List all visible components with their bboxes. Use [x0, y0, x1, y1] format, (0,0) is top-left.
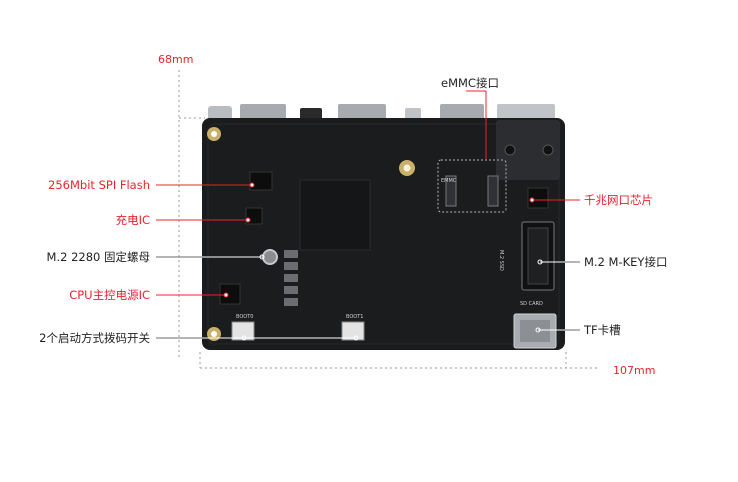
- callout-gbe-chip: 千兆网口芯片: [584, 193, 653, 207]
- hdmi-port-connector: [440, 104, 484, 121]
- inductor-array: [284, 250, 298, 306]
- callout-dot-boot0: [241, 335, 247, 341]
- sd-silkscreen: SD CARD: [520, 301, 543, 307]
- callout-dot-m2: [537, 259, 543, 265]
- gbe-phy-chip: [527, 187, 549, 209]
- callout-dot-tf: [535, 327, 541, 333]
- pmic-chip: [219, 283, 241, 305]
- callout-m2-standoff: M.2 2280 固定螺母: [46, 250, 150, 264]
- boot-switch-0: [231, 321, 255, 341]
- spi-flash-chip: [249, 171, 273, 191]
- callout-dot-gbe: [529, 197, 535, 203]
- emmc-silkscreen: EMMC: [441, 178, 457, 184]
- usb-port-connector: [240, 104, 286, 121]
- emmc-connector: [487, 175, 499, 207]
- callout-charger-ic: 充电IC: [115, 213, 150, 227]
- callout-dot-standoff: [259, 254, 265, 260]
- callout-dot-spi-flash: [249, 182, 255, 188]
- emmc-socket-outline: [437, 159, 507, 213]
- callout-dot-pmic: [223, 292, 229, 298]
- usb-port-connector: [338, 104, 386, 121]
- boot-switch-1: [341, 321, 365, 341]
- boot1-silkscreen: BOOT1: [346, 314, 363, 320]
- callout-boot-switches: 2个启动方式拨码开关: [39, 331, 150, 345]
- callout-dot-charger-ic: [245, 217, 251, 223]
- callout-spi-flash: 256Mbit SPI Flash: [48, 178, 150, 192]
- width-dimension-label: 107mm: [613, 364, 656, 377]
- m2-standoff-nut: [262, 249, 278, 265]
- emmc-connector: [445, 175, 457, 207]
- callout-tf-slot: TF卡槽: [584, 323, 621, 337]
- soc-area: [299, 179, 371, 251]
- callout-emmc: eMMC接口: [441, 76, 499, 90]
- height-dimension-label: 68mm: [158, 53, 194, 66]
- callout-pmic: CPU主控电源IC: [69, 288, 150, 302]
- m2-silkscreen: M.2 SSD: [498, 250, 504, 271]
- ethernet-shield: [496, 120, 560, 180]
- ethernet-port-connector: [497, 104, 555, 122]
- audio-jack-connector: [208, 106, 232, 120]
- button-connector: [405, 108, 421, 120]
- callout-dot-boot1: [353, 335, 359, 341]
- boot0-silkscreen: BOOT0: [236, 314, 253, 320]
- callout-m2-mkey: M.2 M-KEY接口: [584, 255, 668, 269]
